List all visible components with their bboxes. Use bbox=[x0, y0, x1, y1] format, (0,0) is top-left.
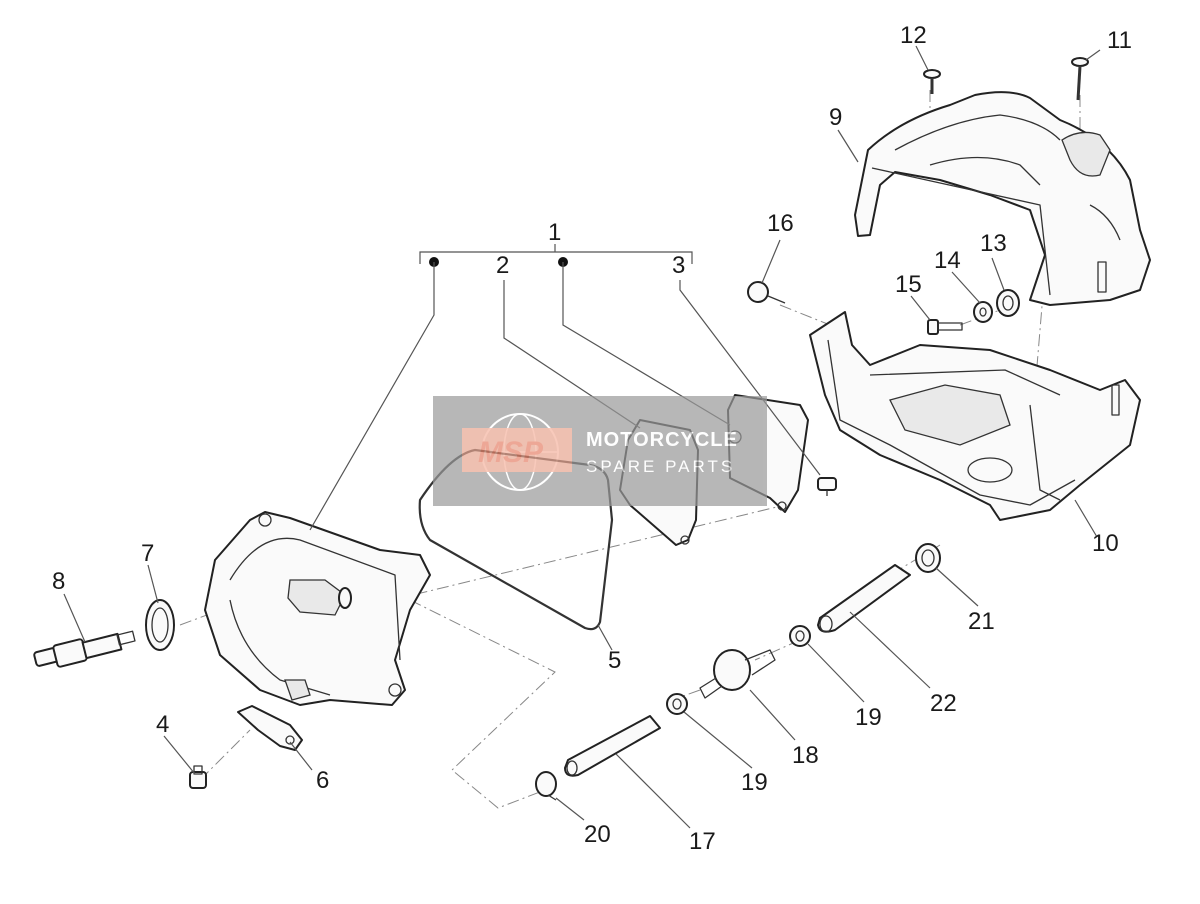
callout-1: 1 bbox=[548, 219, 561, 246]
callout-19a: 19 bbox=[855, 704, 882, 731]
spark-plug bbox=[33, 630, 136, 668]
hose-22 bbox=[817, 564, 911, 633]
callout-20: 20 bbox=[584, 821, 611, 848]
washer-14 bbox=[973, 301, 993, 323]
screw-small-3 bbox=[817, 477, 837, 496]
callout-21: 21 bbox=[968, 608, 995, 635]
callout-5: 5 bbox=[608, 647, 621, 674]
hose-17 bbox=[564, 715, 661, 777]
screw-12 bbox=[923, 69, 941, 94]
callout-14: 14 bbox=[934, 247, 961, 274]
callout-13: 13 bbox=[980, 230, 1007, 257]
callout-11: 11 bbox=[1107, 27, 1132, 54]
screw-16 bbox=[747, 281, 786, 304]
head-cover bbox=[204, 511, 431, 706]
callout-7: 7 bbox=[141, 540, 154, 567]
lower-shroud bbox=[809, 311, 1141, 521]
callout-19b: 19 bbox=[741, 769, 768, 796]
grommet-13 bbox=[996, 289, 1020, 317]
callout-17: 17 bbox=[689, 828, 716, 855]
callout-labels: 1 2 3 4 5 6 7 8 9 10 11 12 13 14 15 16 1… bbox=[52, 22, 1132, 855]
mounting-bracket bbox=[237, 705, 303, 751]
callout-15: 15 bbox=[895, 271, 922, 298]
callout-22: 22 bbox=[930, 690, 957, 717]
spark-plug-seal bbox=[145, 599, 175, 651]
callout-10: 10 bbox=[1092, 530, 1119, 557]
callout-9: 9 bbox=[829, 104, 842, 131]
screw-11 bbox=[1071, 57, 1089, 101]
watermark-subtitle: SPARE PARTS bbox=[586, 457, 735, 476]
callout-8: 8 bbox=[52, 568, 65, 595]
hose-clamp-21 bbox=[915, 543, 941, 573]
callout-4: 4 bbox=[156, 711, 169, 738]
watermark-title: MOTORCYCLE bbox=[586, 429, 738, 451]
hose-clamp-19b bbox=[666, 693, 688, 715]
watermark: MSP MOTORCYCLE SPARE PARTS bbox=[433, 396, 767, 506]
watermark-logo-text: MSP bbox=[478, 436, 544, 469]
callout-18: 18 bbox=[792, 742, 819, 769]
callout-6: 6 bbox=[316, 767, 329, 794]
callout-2: 2 bbox=[496, 252, 509, 279]
watermark-logo-plate bbox=[462, 428, 572, 472]
upper-shroud-cover bbox=[854, 91, 1151, 306]
spring-clamp-20 bbox=[535, 771, 557, 801]
group-1-bracket bbox=[419, 244, 693, 267]
screw-15 bbox=[927, 319, 963, 335]
check-valve-18 bbox=[699, 649, 776, 699]
callout-12: 12 bbox=[900, 22, 927, 49]
callout-3: 3 bbox=[672, 252, 685, 279]
hose-clamp-19a bbox=[789, 625, 811, 647]
bolt bbox=[189, 765, 207, 789]
callout-16: 16 bbox=[767, 210, 794, 237]
